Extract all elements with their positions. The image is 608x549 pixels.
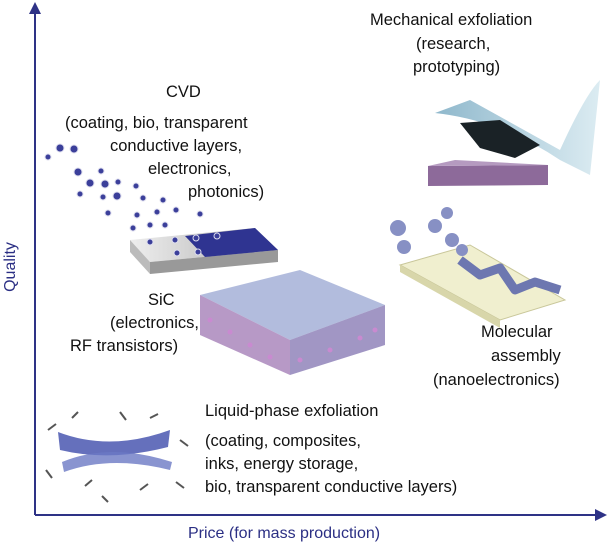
- sic-title: SiC: [148, 291, 175, 309]
- cvd-line: (coating, bio, transparent: [65, 114, 248, 132]
- molecular-line: assembly: [491, 347, 561, 365]
- sic-illustration: [200, 270, 385, 375]
- cvd-title: CVD: [166, 83, 201, 101]
- cvd-line: electronics,: [148, 160, 232, 178]
- mechanical-line: prototyping): [413, 58, 501, 76]
- y-axis: [29, 2, 41, 515]
- x-axis: [35, 509, 607, 521]
- arrow-up-icon: [29, 2, 41, 14]
- x-axis-label: Price (for mass production): [188, 525, 381, 542]
- arrow-right-icon: [595, 509, 607, 521]
- sic-line: RF transistors): [70, 337, 179, 355]
- molecular-assembly-illustration: [390, 207, 567, 328]
- cvd-line: conductive layers,: [110, 137, 243, 155]
- molecular-title: Molecular: [481, 323, 553, 341]
- cvd-illustration: [44, 143, 278, 274]
- mechanical-line: (research,: [416, 35, 491, 53]
- liquid-line: inks, energy storage,: [205, 455, 359, 473]
- molecular-line: (nanoelectronics): [433, 371, 560, 389]
- mechanical-title: Mechanical exfoliation: [370, 11, 533, 29]
- liquid-title: Liquid-phase exfoliation: [205, 402, 379, 420]
- liquid-line: bio, transparent conductive layers): [205, 478, 458, 496]
- cvd-line: photonics): [188, 183, 265, 201]
- liquid-line: (coating, composites,: [205, 432, 361, 450]
- y-axis-label: Quality: [1, 242, 19, 292]
- sic-line: (electronics,: [110, 314, 199, 332]
- mechanical-exfoliation-illustration: [428, 80, 600, 186]
- liquid-phase-illustration: [45, 411, 189, 503]
